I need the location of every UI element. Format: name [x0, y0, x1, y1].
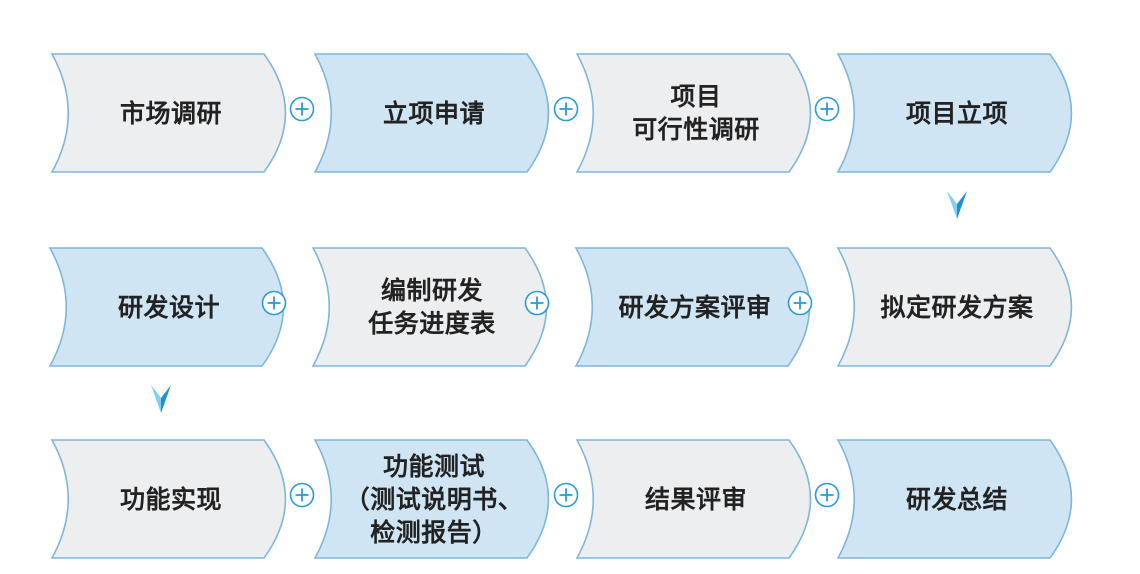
- process-step-text: 结果评审: [644, 484, 747, 514]
- process-step-label: 市场调研: [64, 54, 278, 172]
- process-step-text: 项目立项: [905, 98, 1008, 128]
- process-step-shape: [50, 439, 287, 559]
- process-step-shape: [575, 53, 812, 173]
- process-step-label: 结果评审: [589, 440, 803, 558]
- process-step-text: 编制研发: [380, 276, 483, 305]
- circle-plus-icon: [524, 290, 550, 316]
- process-step-text: （测试说明书、: [344, 484, 524, 514]
- circle-plus-icon: [814, 482, 840, 508]
- process-step-shape: [575, 439, 812, 559]
- circle-plus-icon: [289, 482, 315, 508]
- process-step-label: 功能实现: [64, 440, 278, 558]
- arrow-down-icon: [151, 385, 171, 413]
- process-step-shape: [313, 439, 550, 559]
- process-step-text: 可行性调研: [632, 115, 760, 144]
- process-step-text: 项目: [670, 82, 722, 111]
- process-step-label: 拟定研发方案: [850, 248, 1064, 366]
- process-step-text: 检测报告）: [370, 517, 498, 547]
- process-step-label: 编制研发任务进度表: [325, 248, 539, 366]
- process-step-text: 研发总结: [905, 484, 1008, 514]
- process-step-shape: [313, 53, 550, 173]
- process-step-shape: [574, 247, 811, 367]
- process-step-shape: [836, 439, 1073, 559]
- process-step-text: 立项申请: [382, 98, 485, 128]
- process-step-label: 项目可行性调研: [589, 54, 803, 172]
- process-step-text: 任务进度表: [368, 309, 496, 338]
- circle-plus-icon: [787, 290, 813, 316]
- circle-plus-icon: [553, 482, 579, 508]
- process-step-label: 立项申请: [327, 54, 541, 172]
- process-step-shape: [311, 247, 548, 367]
- process-step-label: 研发总结: [850, 440, 1064, 558]
- process-step-label: 研发方案评审: [588, 248, 802, 366]
- arrow-down-icon: [947, 191, 967, 219]
- process-step-text: 研发方案评审: [618, 292, 772, 322]
- circle-plus-icon: [261, 290, 287, 316]
- process-step-shape: [48, 247, 285, 367]
- process-step-text: 市场调研: [119, 98, 222, 128]
- process-step-text: 功能测试: [382, 451, 485, 481]
- process-step-text: 拟定研发方案: [880, 292, 1034, 322]
- process-step-shape: [836, 53, 1073, 173]
- process-step-shape: [836, 247, 1073, 367]
- process-step-shape: [50, 53, 287, 173]
- process-step-label: 项目立项: [850, 54, 1064, 172]
- process-step-label: 研发设计: [62, 248, 276, 366]
- process-step-label: 功能测试（测试说明书、检测报告）: [327, 440, 541, 558]
- circle-plus-icon: [289, 96, 315, 122]
- circle-plus-icon: [814, 96, 840, 122]
- process-step-text: 研发设计: [117, 292, 220, 322]
- circle-plus-icon: [553, 96, 579, 122]
- process-step-text: 功能实现: [119, 484, 222, 514]
